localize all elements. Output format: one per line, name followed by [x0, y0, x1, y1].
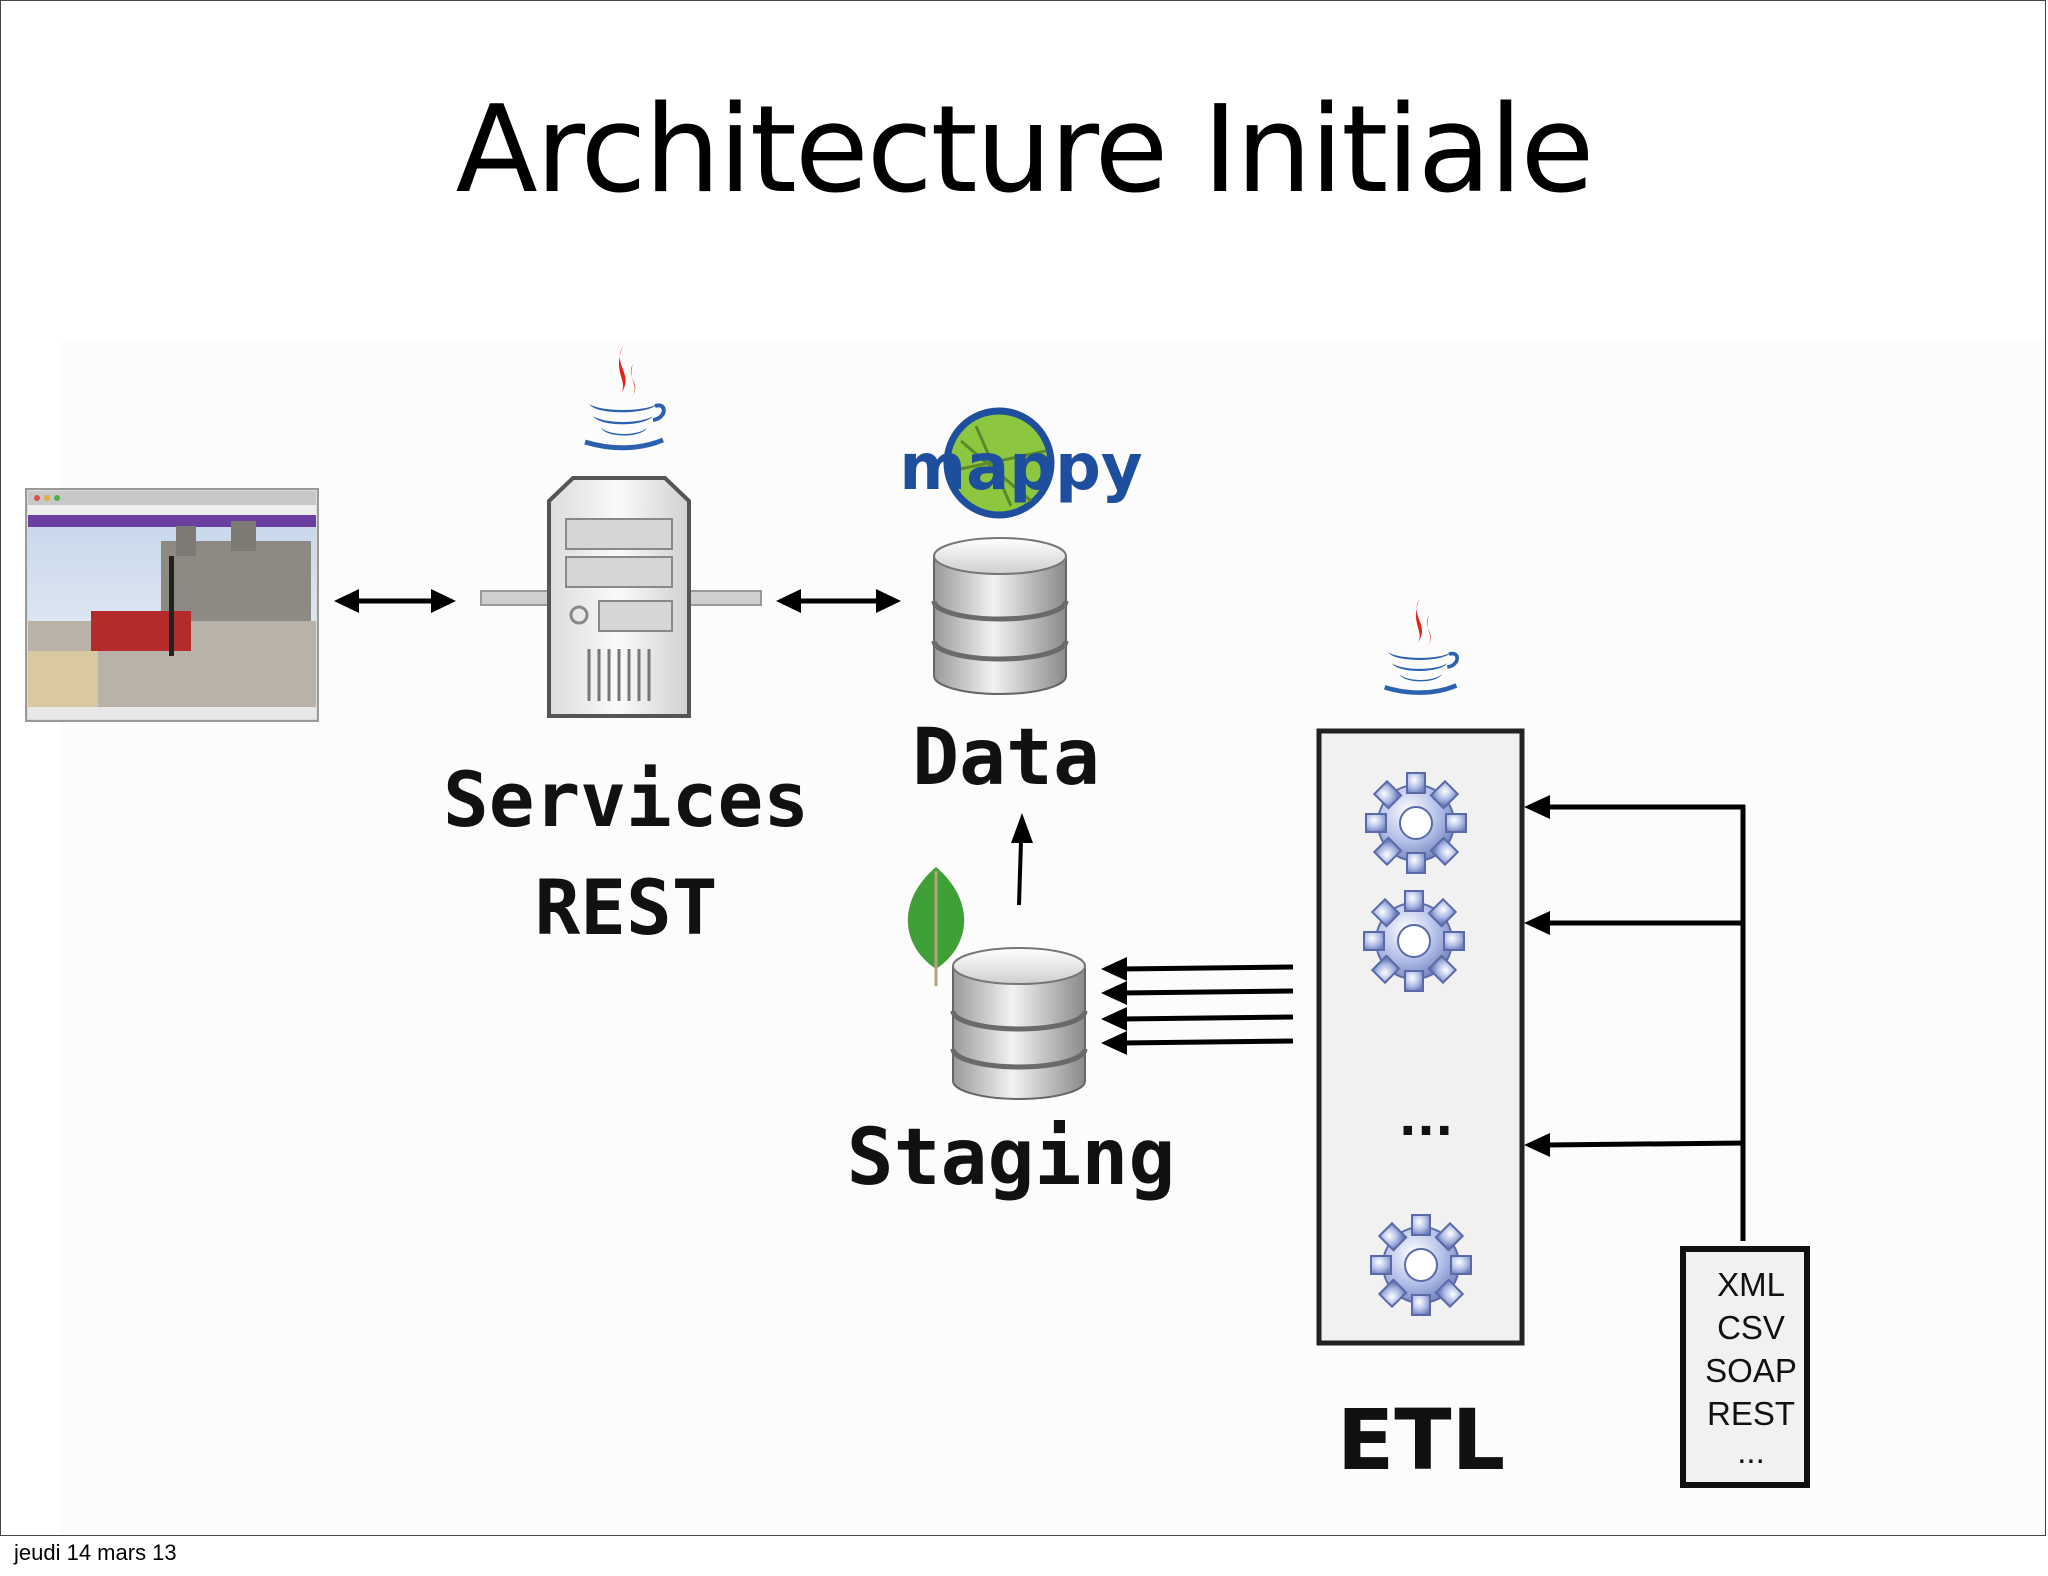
architecture-diagram: mappy	[25, 346, 1810, 1488]
staging-label: Staging	[846, 1113, 1176, 1203]
services-label: Services REST	[401, 746, 851, 962]
sources-list: XML CSV SOAP REST ...	[1705, 1266, 1797, 1470]
etl-ellipsis: ...	[1399, 1091, 1454, 1147]
arrows-etl-staging	[1101, 957, 1294, 1055]
gear-icon	[1370, 1214, 1472, 1316]
browser-screenshot-icon	[25, 488, 319, 722]
etl-label: ETL	[1336, 1391, 1506, 1489]
java-cup-icon	[1384, 599, 1459, 695]
sources-box	[1680, 1246, 1810, 1488]
database-icon	[950, 947, 1088, 1100]
arrow-staging-data	[1011, 813, 1033, 906]
source-item: XML	[1717, 1266, 1785, 1303]
slide: Architecture Initiale	[0, 0, 2046, 1536]
footer-date: jeudi 14 mars 13	[14, 1540, 177, 1565]
mongodb-leaf-icon	[907, 867, 965, 986]
arrow-browser-services	[334, 589, 456, 613]
source-item: CSV	[1717, 1309, 1785, 1346]
mappy-logo-text: mappy	[899, 431, 1142, 505]
gear-icon	[1363, 890, 1465, 992]
source-item: SOAP	[1705, 1352, 1797, 1389]
source-item: ...	[1737, 1433, 1765, 1470]
server-icon	[480, 476, 762, 718]
source-item: REST	[1707, 1395, 1795, 1432]
gear-icon	[1365, 772, 1467, 874]
arrows-sources-etl	[1524, 795, 1746, 1241]
java-cup-icon	[584, 346, 666, 451]
slide-title: Architecture Initiale	[455, 81, 1595, 220]
services-label-line2: REST	[534, 863, 718, 952]
services-label-line1: Services	[442, 755, 810, 844]
data-label: Data	[912, 713, 1100, 803]
database-icon	[931, 537, 1069, 695]
arrow-services-data	[776, 589, 901, 613]
mappy-logo: mappy	[899, 407, 1143, 519]
